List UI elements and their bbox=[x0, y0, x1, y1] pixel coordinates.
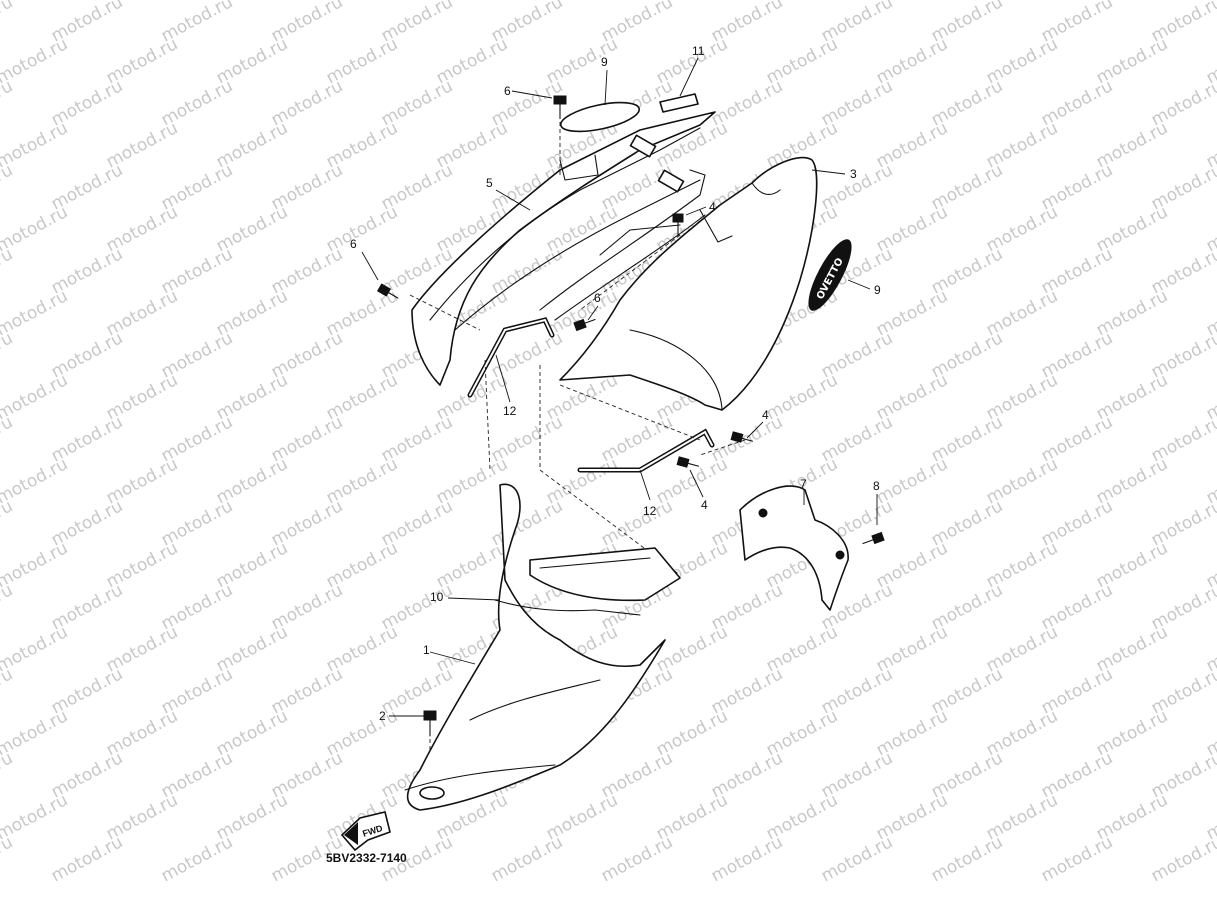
watermark-text: motod.ru bbox=[0, 706, 71, 760]
callout-10: 10 bbox=[430, 590, 444, 604]
watermark-text: motod.ru bbox=[708, 832, 786, 886]
watermark-text: motod.ru bbox=[0, 580, 16, 634]
callout-12-upper: 12 bbox=[503, 404, 517, 418]
watermark-text: motod.ru bbox=[928, 832, 1006, 886]
callout-5: 5 bbox=[486, 176, 493, 190]
callout-3: 3 bbox=[850, 167, 857, 181]
watermark-text: motod.ru bbox=[48, 832, 126, 886]
watermark-text: motod.ru bbox=[818, 832, 896, 886]
watermark-text: motod.ru bbox=[0, 202, 71, 256]
watermark-text: motod.ru bbox=[1038, 832, 1116, 886]
watermark-text: motod.ru bbox=[0, 286, 71, 340]
callout-labels: 6 9 11 3 4 5 6 6 9 12 4 12 4 7 8 10 1 2 bbox=[350, 44, 881, 723]
callout-8: 8 bbox=[873, 479, 880, 493]
watermark-text: motod.ru bbox=[488, 832, 566, 886]
callout-11: 11 bbox=[692, 44, 705, 58]
callout-2: 2 bbox=[379, 709, 386, 723]
screw-parts bbox=[376, 95, 885, 737]
watermark-text: motod.ru bbox=[0, 496, 16, 550]
watermark-text: motod.ru bbox=[0, 0, 16, 46]
watermark-text: motod.ru bbox=[0, 118, 71, 172]
watermark-text: motod.ru bbox=[0, 454, 71, 508]
bracket-part bbox=[739, 485, 849, 611]
leader-lines bbox=[361, 57, 878, 717]
lower-cover-part bbox=[404, 483, 666, 811]
watermark-text: motod.ru bbox=[158, 832, 236, 886]
callout-9-right: 9 bbox=[874, 283, 881, 297]
callout-9-top: 9 bbox=[601, 55, 608, 69]
watermark-text: motod.ru bbox=[0, 370, 71, 424]
callout-6-middle: 6 bbox=[594, 291, 601, 305]
watermark-text: motod.ru bbox=[0, 748, 16, 802]
watermark-text: motod.ru bbox=[0, 832, 16, 886]
callout-4-right: 4 bbox=[762, 408, 769, 422]
callout-6-top: 6 bbox=[504, 84, 511, 98]
watermark-text: motod.ru bbox=[0, 160, 16, 214]
callout-4-lower: 4 bbox=[701, 498, 708, 512]
watermark-text: motod.ru bbox=[1148, 832, 1217, 886]
rod-part-upper bbox=[467, 317, 555, 398]
watermark-text: motod.ru bbox=[0, 412, 16, 466]
rod-part-lower bbox=[577, 428, 715, 473]
side-cover-part bbox=[559, 156, 818, 411]
callout-12-lower: 12 bbox=[643, 504, 657, 518]
callout-1: 1 bbox=[423, 643, 430, 657]
watermark-text: motod.ru bbox=[0, 664, 16, 718]
fwd-arrow-icon: FWD bbox=[340, 811, 391, 852]
watermark-text: motod.ru bbox=[0, 538, 71, 592]
part-code: 5BV2332-7140 bbox=[326, 851, 407, 865]
callout-7: 7 bbox=[800, 477, 807, 491]
inner-bracket bbox=[539, 134, 706, 321]
watermark-text: motod.ru bbox=[0, 790, 71, 844]
upper-trim-part bbox=[411, 111, 716, 386]
callout-6-left: 6 bbox=[350, 237, 357, 251]
watermark-text: motod.ru bbox=[0, 622, 71, 676]
watermark-text: motod.ru bbox=[0, 76, 16, 130]
watermark-text: motod.ru bbox=[598, 832, 676, 886]
watermark-text: motod.ru bbox=[0, 328, 16, 382]
decal-parts bbox=[559, 93, 699, 133]
callout-4-upper: 4 bbox=[709, 200, 716, 214]
stripe-part bbox=[529, 547, 681, 602]
watermark-text: motod.ru bbox=[0, 34, 71, 88]
watermark-text: motod.ru bbox=[0, 244, 16, 298]
